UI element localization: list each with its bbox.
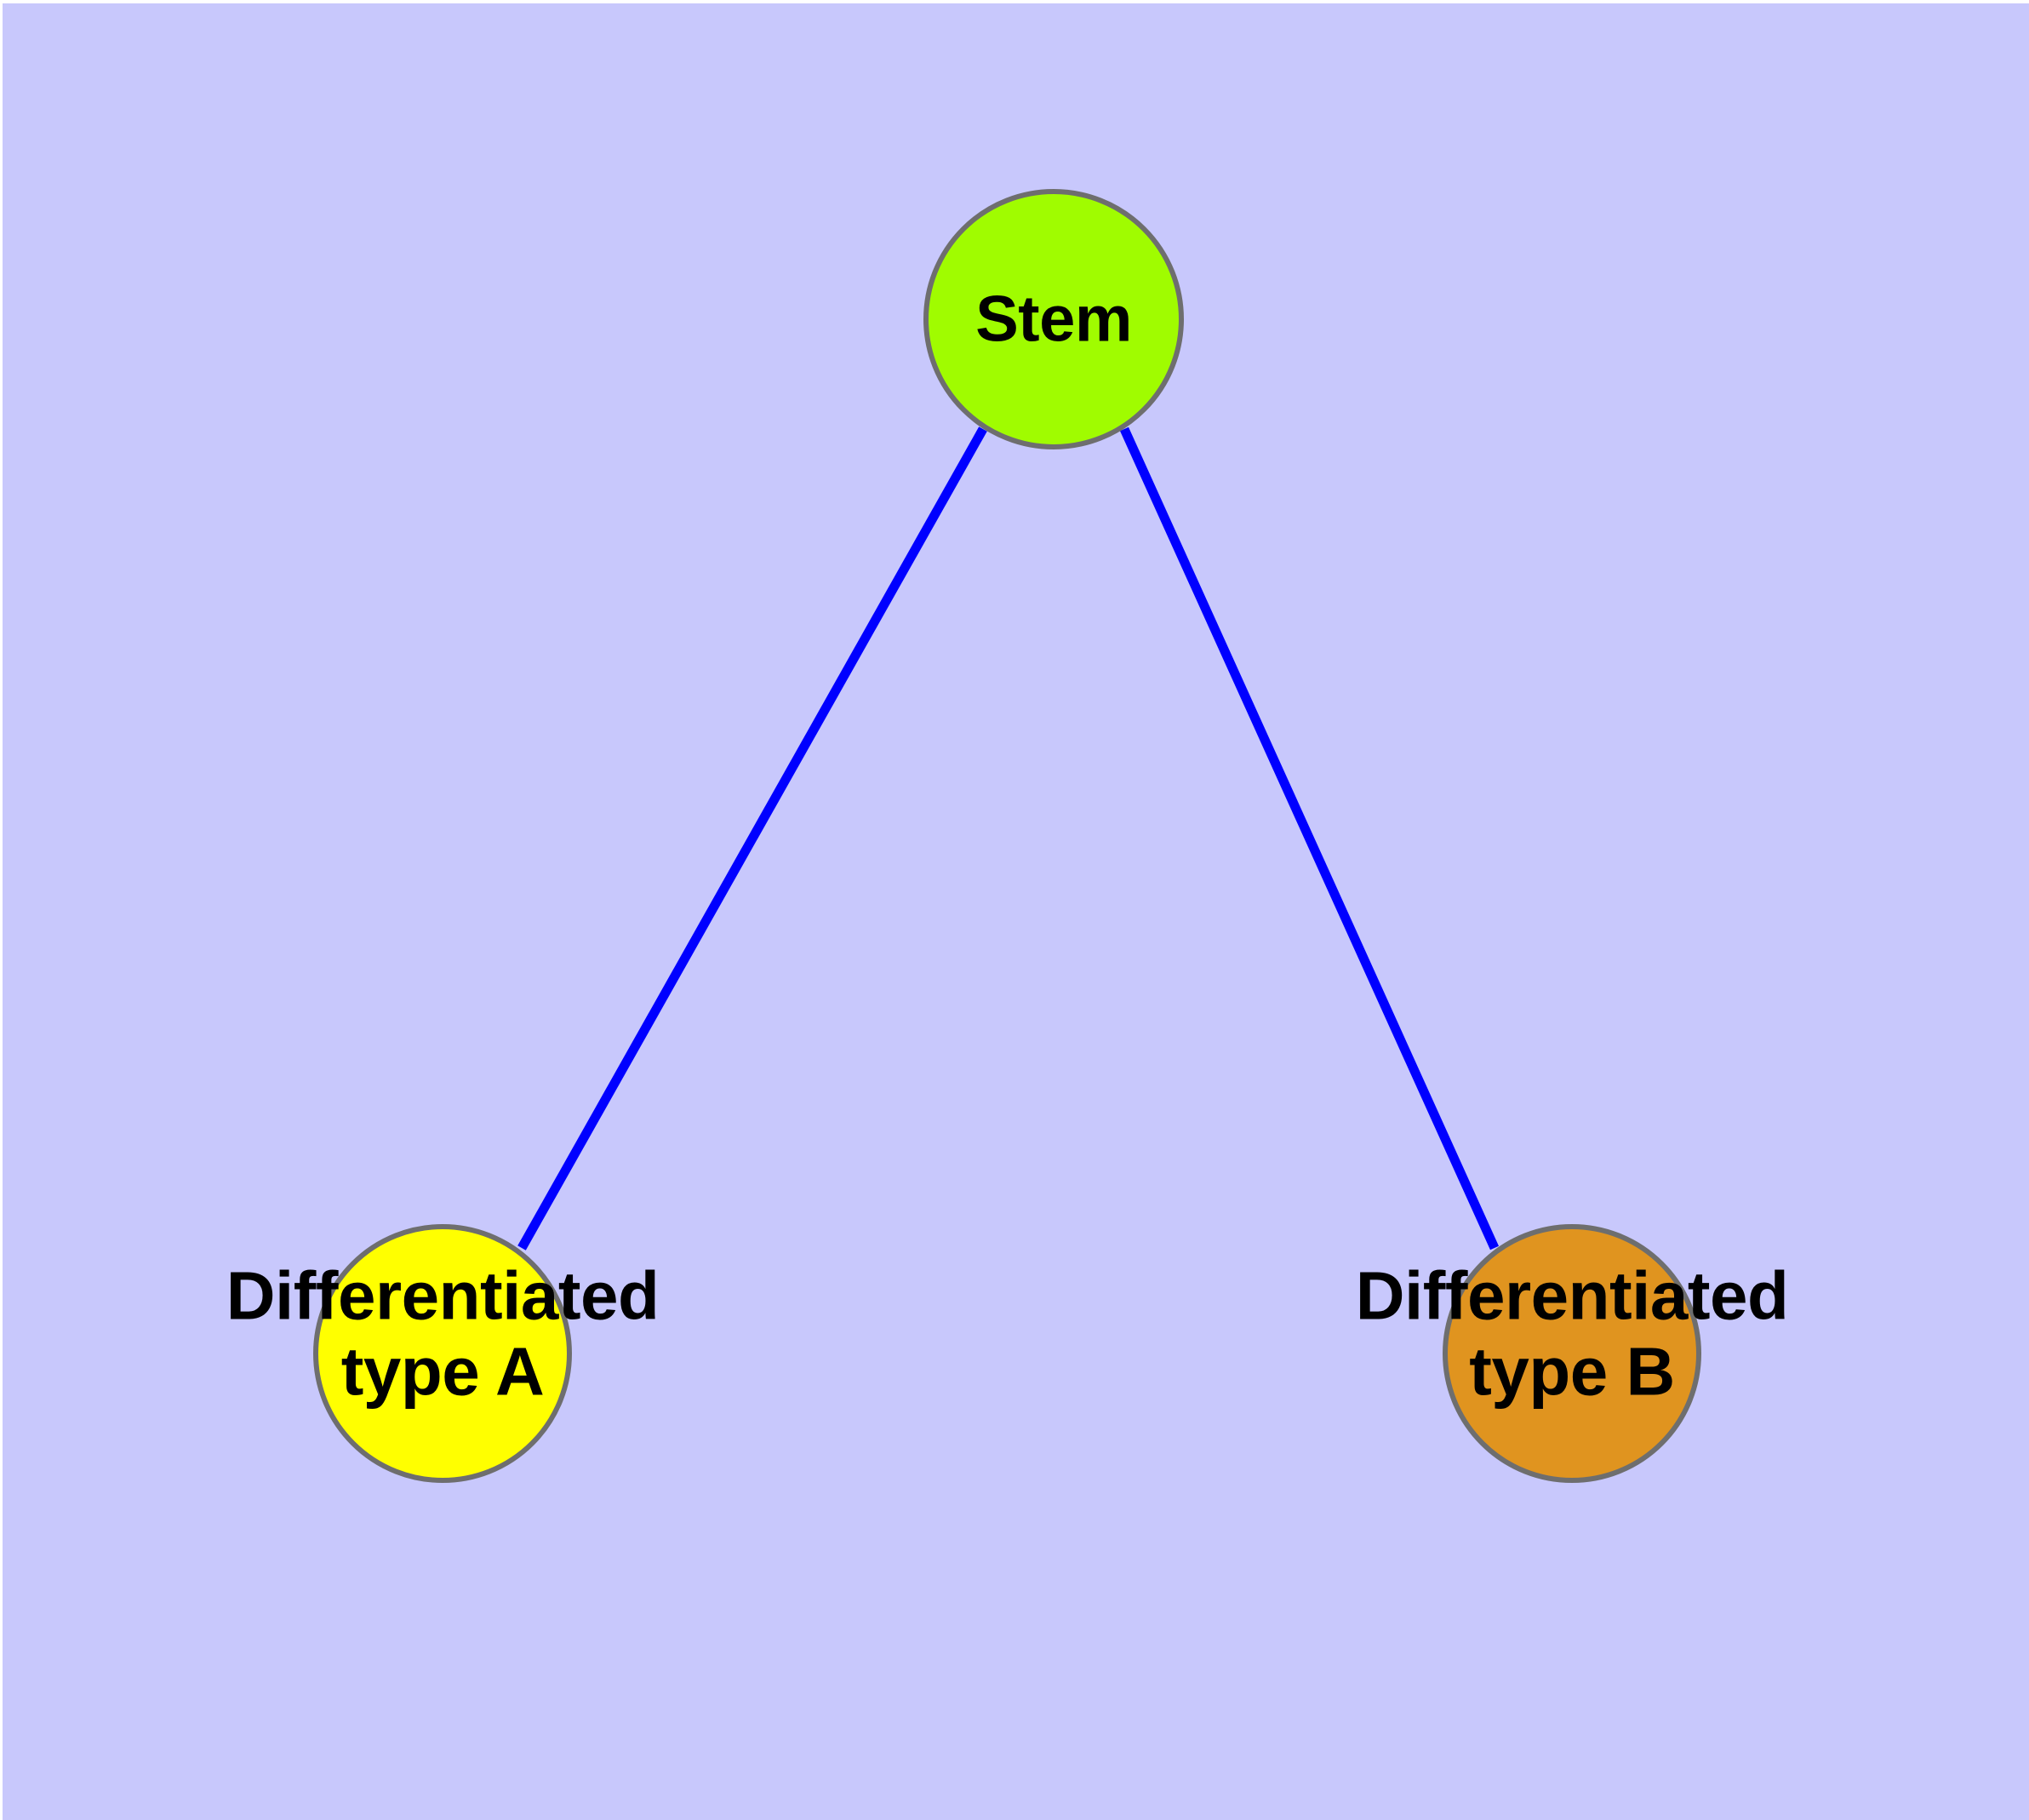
node-stem[interactable]: Stem [923, 189, 1184, 449]
edge-stem-to-differentiated-type-b[interactable] [1119, 426, 1500, 1251]
node-differentiated-type-b[interactable]: Differentiated type B [1356, 1224, 1789, 1483]
node-differentiated-type-b-label: Differentiated type B [1355, 1257, 1789, 1410]
node-differentiated-type-a-label: Differentiated type A [226, 1257, 660, 1410]
edge-stem-to-differentiated-type-a[interactable] [517, 426, 987, 1251]
node-differentiated-type-a[interactable]: Differentiated type A [226, 1224, 660, 1483]
node-stem-label: Stem [975, 283, 1132, 356]
edge-layer [517, 426, 1500, 1251]
graph-canvas: Stem Differentiated type A Differentiate… [3, 3, 2029, 1820]
